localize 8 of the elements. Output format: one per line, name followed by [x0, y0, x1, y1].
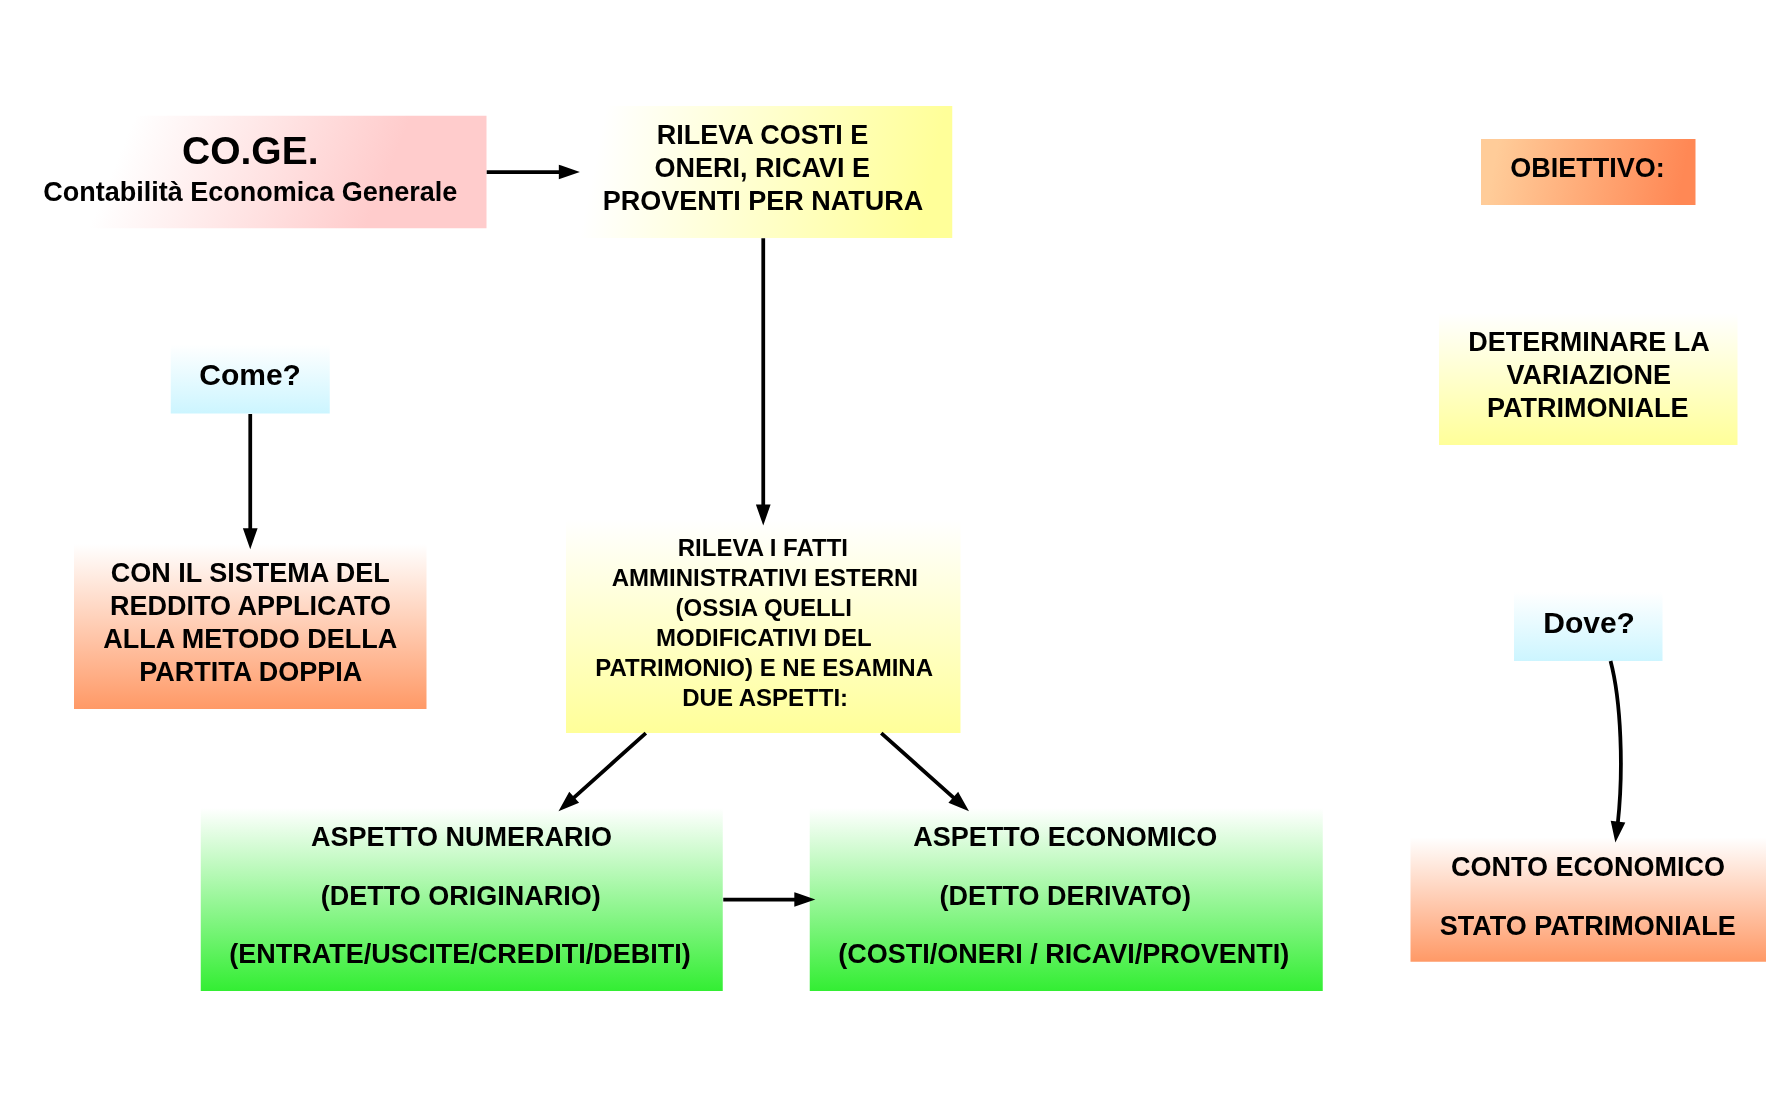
- arrow: [755, 238, 771, 526]
- arrow: [242, 414, 258, 550]
- arrow: [1608, 660, 1626, 843]
- arrow: [723, 892, 816, 907]
- arrow: [486, 164, 580, 180]
- arrow: [558, 731, 648, 812]
- arrow: [880, 731, 970, 812]
- node-box: OBIETTIVO:: [1481, 139, 1696, 205]
